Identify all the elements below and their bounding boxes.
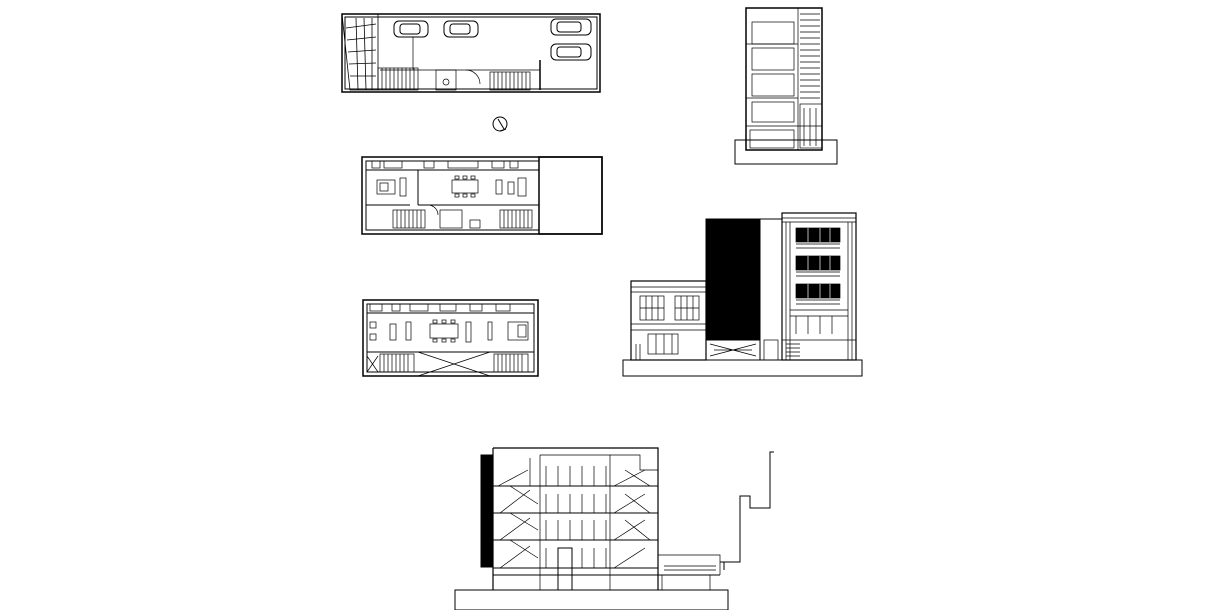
wardrobe-fixtures [369, 303, 511, 312]
section-stairs-left [497, 455, 541, 590]
north-symbol [492, 116, 508, 132]
ramp-hatch [341, 13, 379, 91]
car-3 [550, 18, 592, 36]
dining-table-2 [389, 319, 493, 343]
ground-floor-plan [341, 13, 601, 93]
stair-second [366, 351, 529, 377]
dining-table [451, 175, 527, 198]
dark-cladding [705, 218, 761, 341]
side-elevation [734, 7, 838, 165]
front-elevation [622, 212, 863, 377]
bed-2 [369, 321, 529, 341]
section-cladding [480, 454, 494, 568]
section-rooms [540, 454, 611, 591]
section-low-wing [658, 554, 721, 590]
terrace [538, 156, 603, 235]
stair-ground [377, 67, 531, 91]
bed [376, 177, 407, 197]
void-cross [417, 351, 491, 377]
stair-first [392, 204, 533, 229]
section-terrain [720, 451, 774, 570]
side-base [734, 139, 838, 165]
kitchen-fixtures [371, 160, 519, 169]
front-base [622, 359, 863, 377]
section-ground [454, 589, 729, 610]
car-4 [550, 43, 592, 61]
first-floor-plan [361, 156, 603, 235]
car-1 [393, 20, 429, 38]
building-section [454, 447, 774, 610]
section-stairs-right [610, 454, 658, 569]
second-floor-plan [362, 299, 539, 377]
car-2 [443, 20, 479, 38]
